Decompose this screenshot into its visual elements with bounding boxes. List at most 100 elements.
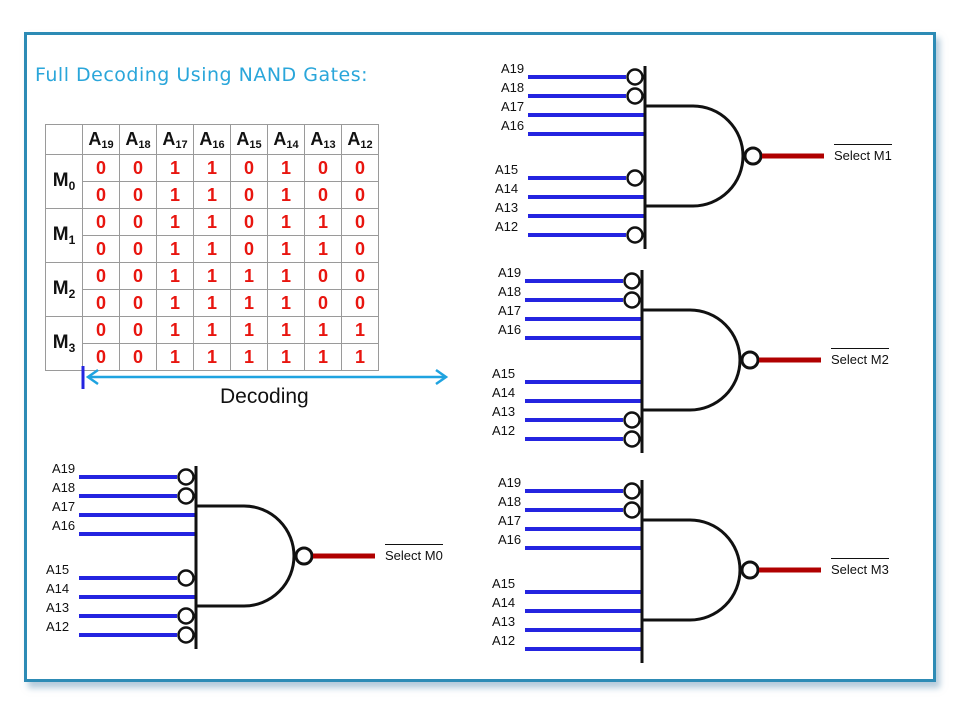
nand-gate-body [645,104,745,208]
bit-cell: 0 [304,289,342,317]
pin-label-a13: A13 [492,404,516,419]
header-a14: A14 [267,124,305,155]
nand-gate-symbol [79,466,375,649]
module-label-m0: M0 [45,154,83,209]
header-a15: A15 [230,124,268,155]
bit-cell: 0 [119,235,157,263]
bit-cell: 0 [82,316,120,344]
pin-label-a15: A15 [495,162,519,177]
header-a19: A19 [82,124,120,155]
decoding-label: Decoding [220,385,309,408]
bit-cell: 1 [193,154,231,182]
pin-label-a18: A18 [498,284,522,299]
pin-label-a15: A15 [492,366,516,381]
bit-cell: 1 [156,289,194,317]
pin-label-a14: A14 [46,581,70,596]
inversion-bubble [177,487,195,505]
bit-cell: 1 [156,316,194,344]
bit-cell: 0 [304,262,342,290]
pin-label-a18: A18 [52,480,76,495]
pin-label-a12: A12 [492,423,516,438]
bit-cell: 1 [267,289,305,317]
pin-label-a16: A16 [498,322,522,337]
bit-cell: 1 [267,316,305,344]
inversion-bubble [177,468,195,486]
inversion-bubble [623,272,641,290]
select-output-label: Select M0 [385,544,443,563]
header-a17: A17 [156,124,194,155]
bit-cell: 1 [193,181,231,209]
bit-cell: 0 [341,181,379,209]
output-inversion-bubble [740,350,760,370]
inversion-bubble [626,87,644,105]
pin-label-a18: A18 [501,80,525,95]
bit-cell: 0 [341,208,379,236]
nand-gate-symbol [525,480,821,663]
pin-label-a16: A16 [52,518,76,533]
bit-cell: 0 [119,181,157,209]
pin-label-a17: A17 [52,499,76,514]
bit-cell: 1 [304,235,342,263]
pin-label-a16: A16 [498,532,522,547]
bit-cell: 0 [119,289,157,317]
pin-label-a15: A15 [492,576,516,591]
select-output-label: Select M3 [831,558,889,577]
nand-gate-body [642,518,742,622]
bit-cell: 0 [230,154,268,182]
bit-cell: 0 [341,235,379,263]
output-inversion-bubble [294,546,314,566]
bit-cell: 1 [267,208,305,236]
bit-cell: 1 [193,262,231,290]
pin-label-a19: A19 [498,475,522,490]
bit-cell: 1 [230,316,268,344]
inversion-bubble [626,169,644,187]
bit-cell: 1 [267,154,305,182]
bit-cell: 1 [341,343,379,371]
inversion-bubble [623,482,641,500]
inversion-bubble [623,411,641,429]
bit-cell: 0 [230,235,268,263]
bit-cell: 0 [341,289,379,317]
bit-cell: 0 [119,208,157,236]
inversion-bubble [177,626,195,644]
inversion-bubble [626,226,644,244]
bit-cell: 1 [193,289,231,317]
bit-cell: 1 [267,181,305,209]
bit-cell: 1 [193,235,231,263]
bit-cell: 1 [267,343,305,371]
bit-cell: 0 [82,181,120,209]
pin-label-a18: A18 [498,494,522,509]
bit-cell: 0 [119,343,157,371]
pin-label-a14: A14 [495,181,519,196]
bit-cell: 0 [119,316,157,344]
bit-cell: 0 [304,181,342,209]
bit-cell: 1 [230,343,268,371]
pin-label-a12: A12 [495,219,519,234]
inversion-bubble [626,68,644,86]
pin-label-a13: A13 [492,614,516,629]
pin-label-a14: A14 [492,385,516,400]
bit-cell: 0 [119,262,157,290]
select-output-label: Select M1 [834,144,892,163]
pin-label-a15: A15 [46,562,70,577]
pin-label-a19: A19 [498,265,522,280]
table-header-row: A19 A18 A17 A16 A15 A14 A13 A12 [45,124,379,155]
bit-cell: 1 [156,235,194,263]
pin-label-a12: A12 [46,619,70,634]
bit-cell: 0 [82,208,120,236]
bit-cell: 1 [341,316,379,344]
select-output-label: Select M2 [831,348,889,367]
pin-label-a12: A12 [492,633,516,648]
bit-cell: 1 [304,208,342,236]
pin-label-a17: A17 [498,513,522,528]
header-a12: A12 [341,124,379,155]
decoding-range-arrow [81,366,449,389]
pin-label-a19: A19 [52,461,76,476]
